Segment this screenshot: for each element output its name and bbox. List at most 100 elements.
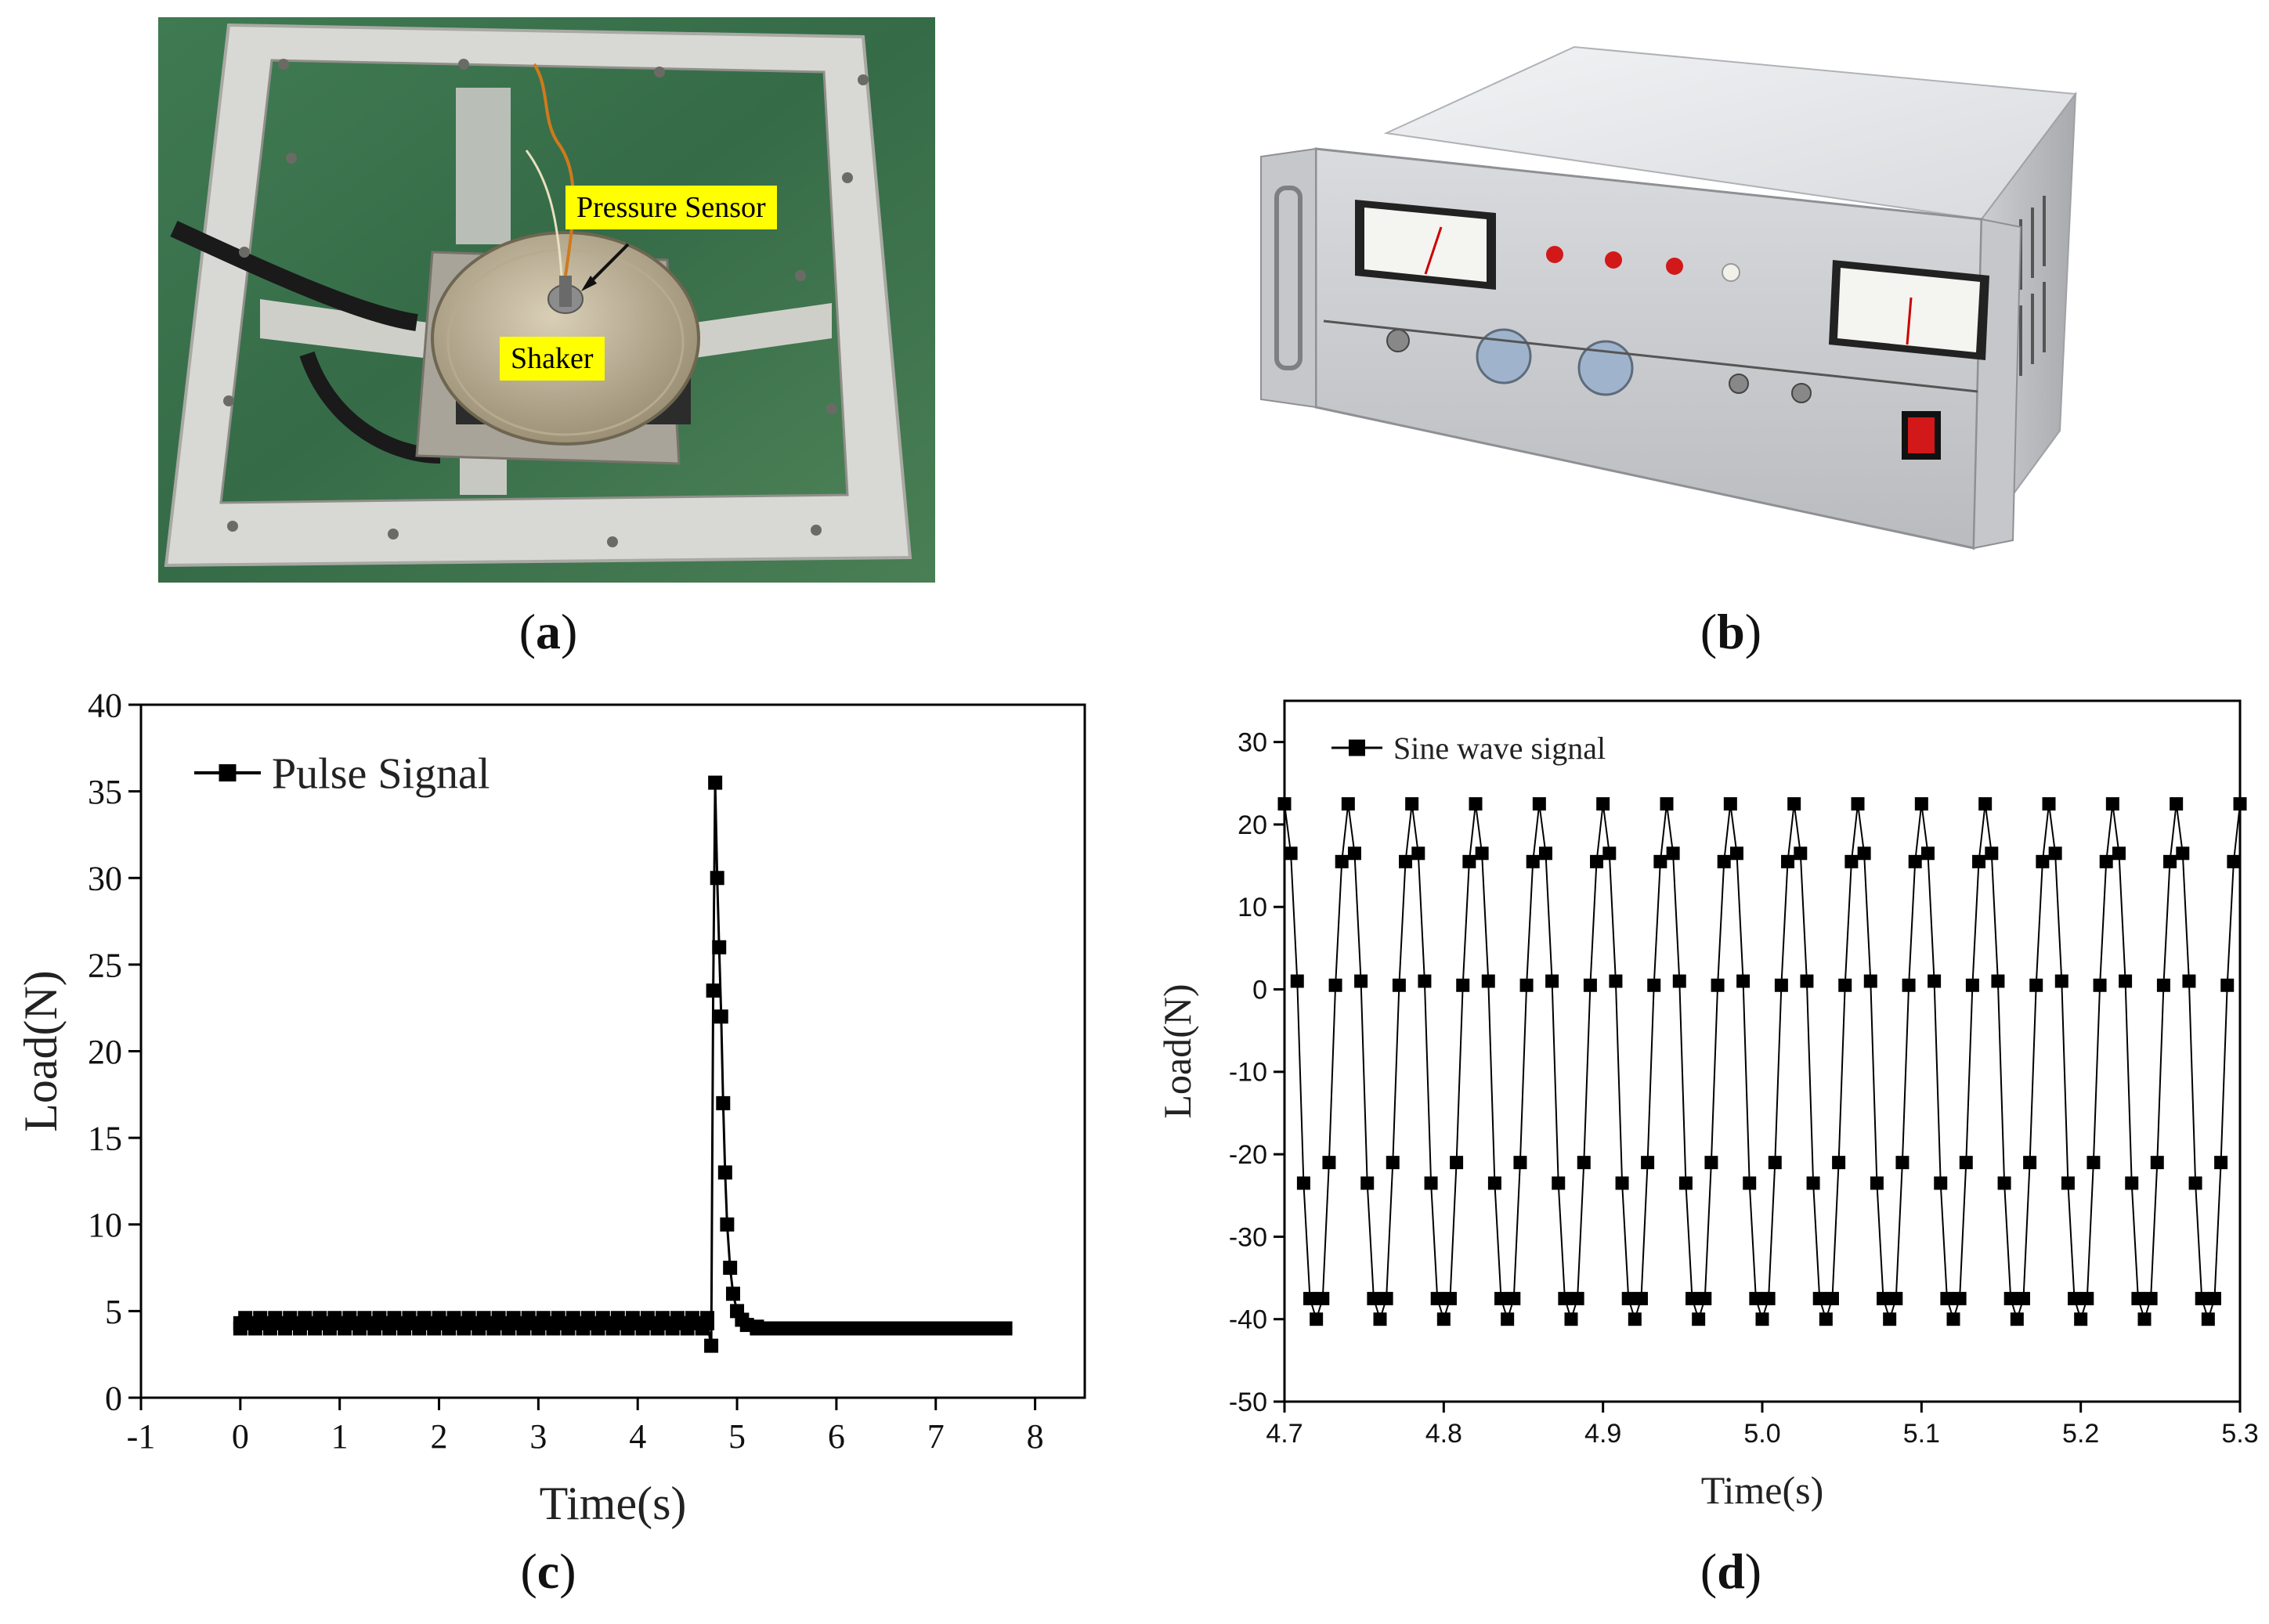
y-tick-label: 35: [88, 773, 122, 811]
data-point: [712, 940, 727, 955]
data-point: [2156, 978, 2170, 992]
data-point: [710, 871, 724, 886]
data-point: [1647, 978, 1661, 992]
data-point: [1653, 854, 1667, 868]
data-point: [1787, 797, 1801, 811]
data-point: [1692, 1312, 1706, 1326]
data-point: [1424, 1176, 1438, 1190]
data-point: [1392, 978, 1406, 992]
data-point: [1570, 1291, 1584, 1305]
data-point: [1641, 1156, 1655, 1170]
data-point: [2125, 1176, 2139, 1190]
data-point: [1666, 846, 1680, 861]
data-point: [1501, 1312, 1515, 1326]
data-point: [716, 1095, 731, 1110]
shaker-rig-image: [158, 17, 935, 583]
data-point: [1889, 1291, 1903, 1305]
data-point: [1768, 1156, 1782, 1170]
data-point: [2176, 846, 2190, 861]
data-point: [1341, 797, 1355, 811]
data-point: [1761, 1291, 1776, 1305]
data-point: [714, 1009, 728, 1024]
x-tick-label: 5.1: [1903, 1419, 1940, 1449]
data-point: [2144, 1291, 2158, 1305]
data-point: [1475, 846, 1489, 861]
data-point: [1513, 1156, 1527, 1170]
data-point: [2163, 854, 2177, 868]
data-point: [2003, 1291, 2018, 1305]
data-point: [2029, 978, 2043, 992]
data-point: [1360, 1176, 1375, 1190]
y-tick-label: 30: [88, 860, 122, 898]
data-point: [1774, 978, 1788, 992]
data-point: [2182, 974, 2196, 988]
power-amplifier-photo: [1230, 31, 2115, 579]
x-tick-label: 5: [728, 1417, 746, 1456]
data-point: [2119, 974, 2133, 988]
data-point: [2188, 1176, 2202, 1190]
series-line: [240, 782, 1006, 1346]
data-point: [2048, 846, 2062, 861]
panel-b: (b): [1120, 0, 2269, 673]
data-point: [1991, 974, 2005, 988]
data-point: [1851, 797, 1865, 811]
data-point: [1825, 1291, 1839, 1305]
data-point: [2054, 974, 2068, 988]
data-point: [708, 775, 723, 790]
data-point: [1386, 1156, 1400, 1170]
data-point: [1456, 978, 1470, 992]
data-point: [1978, 797, 1993, 811]
data-point: [1800, 974, 1814, 988]
y-tick-label: 40: [88, 686, 122, 724]
data-point: [1494, 1291, 1508, 1305]
data-point: [2010, 1312, 2024, 1326]
data-point: [2074, 1312, 2088, 1326]
data-point: [723, 1261, 738, 1276]
data-point: [2105, 797, 2119, 811]
data-point: [1832, 1156, 1846, 1170]
data-point: [1316, 1291, 1330, 1305]
x-tick-label: 4.7: [1266, 1419, 1303, 1449]
data-point: [1436, 1312, 1451, 1326]
data-point: [1940, 1291, 1954, 1305]
data-point: [1729, 846, 1743, 861]
data-point: [1347, 846, 1361, 861]
y-tick-label: -30: [1229, 1222, 1267, 1252]
data-point: [2220, 978, 2235, 992]
data-point: [1296, 1176, 1310, 1190]
data-point: [1959, 1156, 1973, 1170]
data-point: [1558, 1291, 1572, 1305]
legend-label: Sine wave signal: [1393, 731, 1606, 766]
data-point: [1367, 1291, 1381, 1305]
data-point: [1946, 1312, 1960, 1326]
data-point: [2131, 1291, 2145, 1305]
data-point: [1577, 1156, 1591, 1170]
data-point: [1749, 1291, 1763, 1305]
data-point: [1469, 797, 1483, 811]
caption-d: (d): [1700, 1543, 1762, 1599]
data-point: [2137, 1312, 2152, 1326]
data-point: [1812, 1291, 1826, 1305]
data-point: [1711, 978, 1725, 992]
data-point: [1685, 1291, 1700, 1305]
data-point: [706, 983, 721, 998]
amplifier-image: [1260, 45, 2077, 551]
data-point: [720, 1217, 735, 1232]
data-point: [2093, 978, 2107, 992]
data-point: [1857, 846, 1871, 861]
data-point: [1487, 1176, 1501, 1190]
data-point: [1609, 974, 1623, 988]
x-tick-label: 8: [1027, 1417, 1044, 1456]
data-point: [1450, 1156, 1464, 1170]
data-point: [1863, 974, 1877, 988]
data-point: [1430, 1291, 1444, 1305]
y-tick-label: 10: [88, 1206, 122, 1244]
data-point: [1736, 974, 1751, 988]
data-point: [1953, 1291, 1967, 1305]
data-point: [2068, 1291, 2082, 1305]
data-point: [717, 1165, 732, 1180]
data-point: [1481, 974, 1495, 988]
data-point: [1934, 1176, 1948, 1190]
caption-b: (b): [1700, 604, 1762, 659]
caption-c: (c): [520, 1543, 576, 1599]
